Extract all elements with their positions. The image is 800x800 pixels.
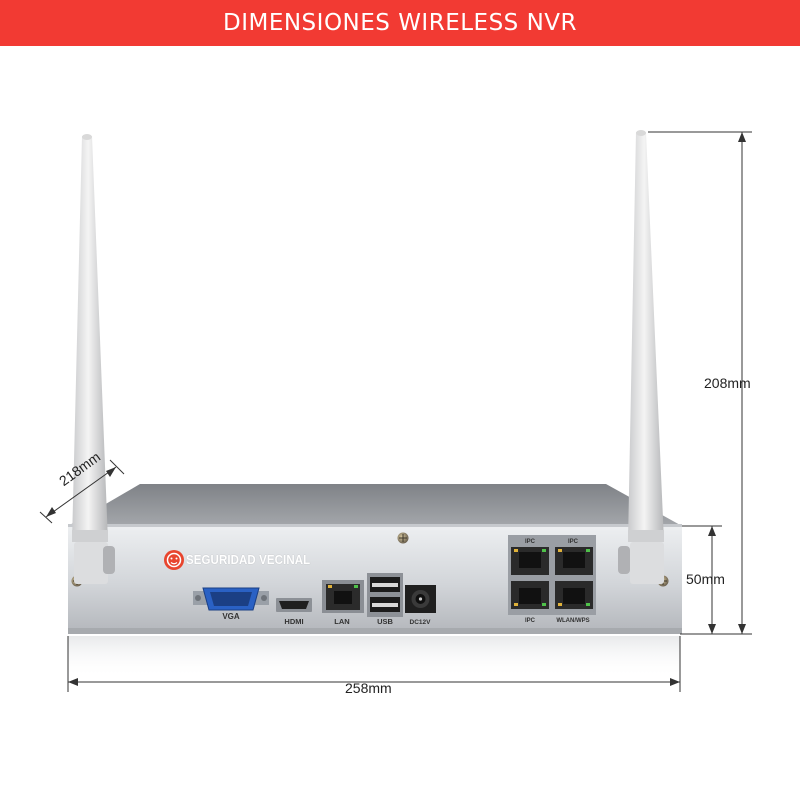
device-top-surface: [68, 484, 682, 526]
ipc-label-top-left: IPC: [525, 539, 536, 545]
ipc-port-block: [508, 535, 596, 615]
ipc-port: [511, 547, 549, 575]
ipc-port: [511, 581, 549, 609]
brand-logo-icon: [164, 550, 184, 570]
dc-power-port: [405, 585, 436, 613]
ipc-label-top-right: IPC: [568, 539, 579, 545]
front-panel-bottom-edge: [68, 628, 682, 634]
antenna-right: [618, 130, 664, 584]
lan-label: LAN: [334, 617, 349, 626]
floor-reflection: [68, 636, 680, 678]
brand-name: SEGURIDAD VECINAL: [186, 553, 311, 567]
header-banner: DIMENSIONES WIRELESS NVR: [0, 0, 800, 46]
dimension-height-total: [648, 131, 752, 635]
usb-ports: [367, 573, 403, 617]
usb-label: USB: [377, 617, 393, 626]
ipc-port: [555, 581, 593, 609]
dimension-height-body: [682, 525, 722, 634]
dimension-width: [67, 636, 681, 692]
banner-title: DIMENSIONES WIRELESS NVR: [222, 10, 578, 36]
ipc-label-bottom: IPC: [525, 618, 536, 624]
dimension-depth: [39, 459, 125, 524]
vga-port: [193, 587, 269, 611]
dimension-label-width: 258mm: [345, 680, 392, 696]
vga-label: VGA: [222, 612, 240, 621]
hdmi-label: HDMI: [284, 617, 303, 626]
dimension-label-height-total: 208mm: [704, 375, 751, 391]
antenna-left: [72, 134, 115, 584]
wlan-wps-label: WLAN/WPS: [556, 618, 589, 624]
dimension-label-height-body: 50mm: [686, 571, 725, 587]
front-panel-top-edge: [68, 524, 682, 527]
hdmi-port: [276, 598, 312, 612]
dc-label: DC12V: [410, 619, 432, 626]
ipc-port: [555, 547, 593, 575]
screw-top-center: [397, 532, 409, 544]
lan-port: [322, 580, 364, 613]
